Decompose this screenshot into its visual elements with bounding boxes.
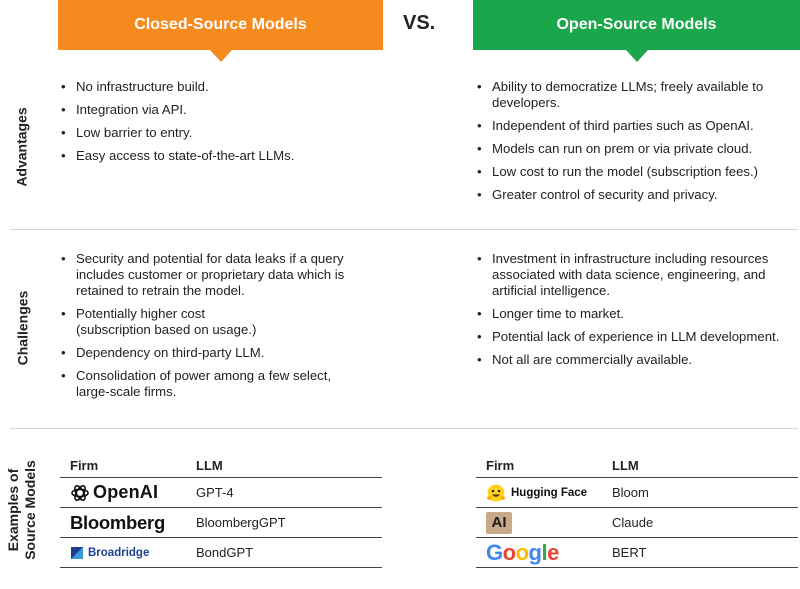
table-row: Bloomberg BloombergGPT bbox=[60, 508, 382, 538]
table-row: AI Claude bbox=[476, 508, 798, 538]
anthropic-logo: AI bbox=[486, 511, 512, 534]
closed-examples-table: Firm LLM OpenAI GPT-4 Bloomberg Bloomber… bbox=[60, 453, 382, 568]
list-item: Independent of third parties such as Ope… bbox=[476, 118, 776, 134]
column-header-firm: Firm bbox=[486, 457, 515, 473]
row-label-challenges: Challenges bbox=[14, 290, 31, 366]
table-header: Firm LLM bbox=[476, 453, 798, 478]
list-item: Longer time to market. bbox=[476, 306, 794, 322]
column-header-llm: LLM bbox=[612, 457, 639, 473]
list-item: Not all are commercially available. bbox=[476, 352, 794, 368]
hugging-face-logo: Hugging Face bbox=[486, 483, 612, 503]
broadridge-mark-icon bbox=[71, 546, 83, 559]
table-row: Google BERT bbox=[476, 538, 798, 568]
list-item: Ability to democratize LLMs; freely avai… bbox=[476, 79, 766, 111]
row-label-examples: Examples of Source Models bbox=[5, 460, 38, 560]
row-label-advantages: Advantages bbox=[14, 107, 31, 187]
list-item: No infrastructure build. bbox=[60, 79, 380, 95]
table-row: OpenAI GPT-4 bbox=[60, 478, 382, 508]
openai-knot-icon bbox=[71, 484, 89, 501]
list-item: Potential lack of experience in LLM deve… bbox=[476, 329, 794, 345]
openai-logo: OpenAI bbox=[70, 482, 196, 503]
column-header-llm: LLM bbox=[196, 457, 223, 473]
open-source-title: Open-Source Models bbox=[556, 16, 717, 33]
list-item: Models can run on prem or via private cl… bbox=[476, 141, 776, 157]
llm-cell: Claude bbox=[612, 515, 654, 530]
table-row: Hugging Face Bloom bbox=[476, 478, 798, 508]
hugging-face-emoji-icon bbox=[487, 484, 505, 501]
divider-1 bbox=[10, 229, 798, 230]
bloomberg-logo: Bloomberg bbox=[70, 511, 165, 533]
open-source-header: Open-Source Models bbox=[473, 0, 800, 62]
open-advantages-list: Ability to democratize LLMs; freely avai… bbox=[476, 79, 776, 210]
divider-2 bbox=[10, 428, 798, 429]
vs-label: VS. bbox=[403, 12, 436, 34]
list-item: Greater control of security and privacy. bbox=[476, 187, 776, 203]
closed-challenges-list: Security and potential for data leaks if… bbox=[60, 251, 360, 407]
open-challenges-list: Investment in infrastructure including r… bbox=[476, 251, 794, 375]
table-header: Firm LLM bbox=[60, 453, 382, 478]
list-item: Low barrier to entry. bbox=[60, 125, 380, 141]
closed-source-header: Closed-Source Models bbox=[58, 0, 383, 62]
llm-cell: GPT-4 bbox=[196, 485, 234, 500]
llm-cell: BondGPT bbox=[196, 545, 254, 560]
list-item: Potentially higher cost (subscription ba… bbox=[60, 306, 270, 338]
list-item: Easy access to state-of-the-art LLMs. bbox=[60, 148, 380, 164]
table-row: Broadridge BondGPT bbox=[60, 538, 382, 568]
list-item: Low cost to run the model (subscription … bbox=[476, 164, 776, 180]
google-logo: Google bbox=[486, 539, 559, 565]
list-item: Dependency on third-party LLM. bbox=[60, 345, 360, 361]
closed-source-title: Closed-Source Models bbox=[134, 16, 307, 33]
column-header-firm: Firm bbox=[70, 457, 99, 473]
llm-cell: BloombergGPT bbox=[196, 515, 286, 530]
closed-advantages-list: No infrastructure build. Integration via… bbox=[60, 79, 380, 171]
llm-cell: Bloom bbox=[612, 485, 649, 500]
list-item: Consolidation of power among a few selec… bbox=[60, 368, 350, 400]
broadridge-logo: Broadridge bbox=[70, 546, 196, 560]
list-item: Investment in infrastructure including r… bbox=[476, 251, 782, 299]
llm-cell: BERT bbox=[612, 545, 647, 560]
list-item: Integration via API. bbox=[60, 102, 380, 118]
open-examples-table: Firm LLM Hugging Face Bloom AI Claude bbox=[476, 453, 798, 568]
list-item: Security and potential for data leaks if… bbox=[60, 251, 360, 299]
